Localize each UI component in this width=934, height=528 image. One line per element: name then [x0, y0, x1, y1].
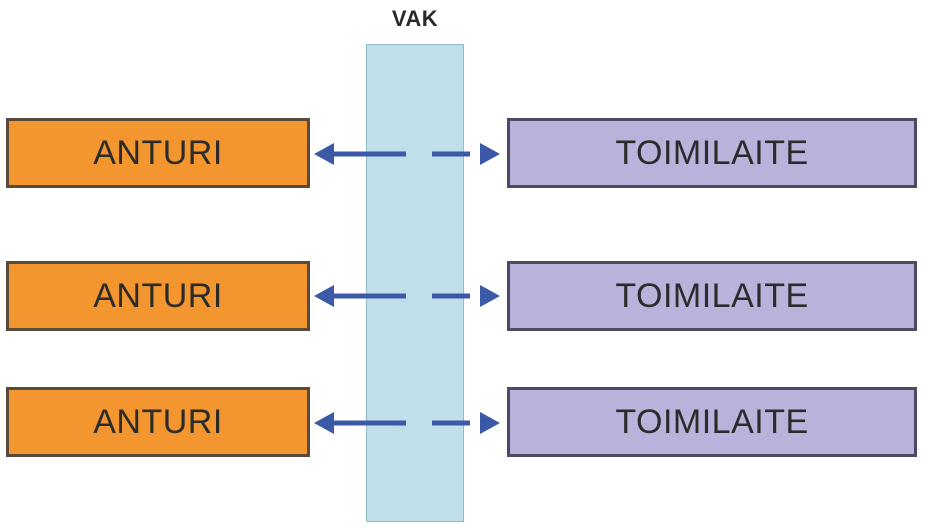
connector-row-1 — [314, 143, 500, 165]
actuator-box-1: TOIMILAITE — [507, 118, 917, 188]
bus-label: VAK — [391, 6, 439, 31]
connector-row-2 — [314, 285, 500, 307]
sensor-box-1: ANTURI — [6, 118, 310, 188]
bus-column — [366, 44, 464, 522]
arrowhead-right-icon — [480, 143, 500, 165]
sensor-box-3: ANTURI — [6, 387, 310, 457]
arrowhead-left-icon — [314, 143, 334, 165]
sensor-box-2: ANTURI — [6, 261, 310, 331]
actuator-box-2: TOIMILAITE — [507, 261, 917, 331]
arrowhead-left-icon — [314, 285, 334, 307]
arrowhead-right-icon — [480, 285, 500, 307]
connector-row-3 — [314, 412, 500, 434]
arrowhead-left-icon — [314, 412, 334, 434]
actuator-box-3: TOIMILAITE — [507, 387, 917, 457]
arrowhead-right-icon — [480, 412, 500, 434]
